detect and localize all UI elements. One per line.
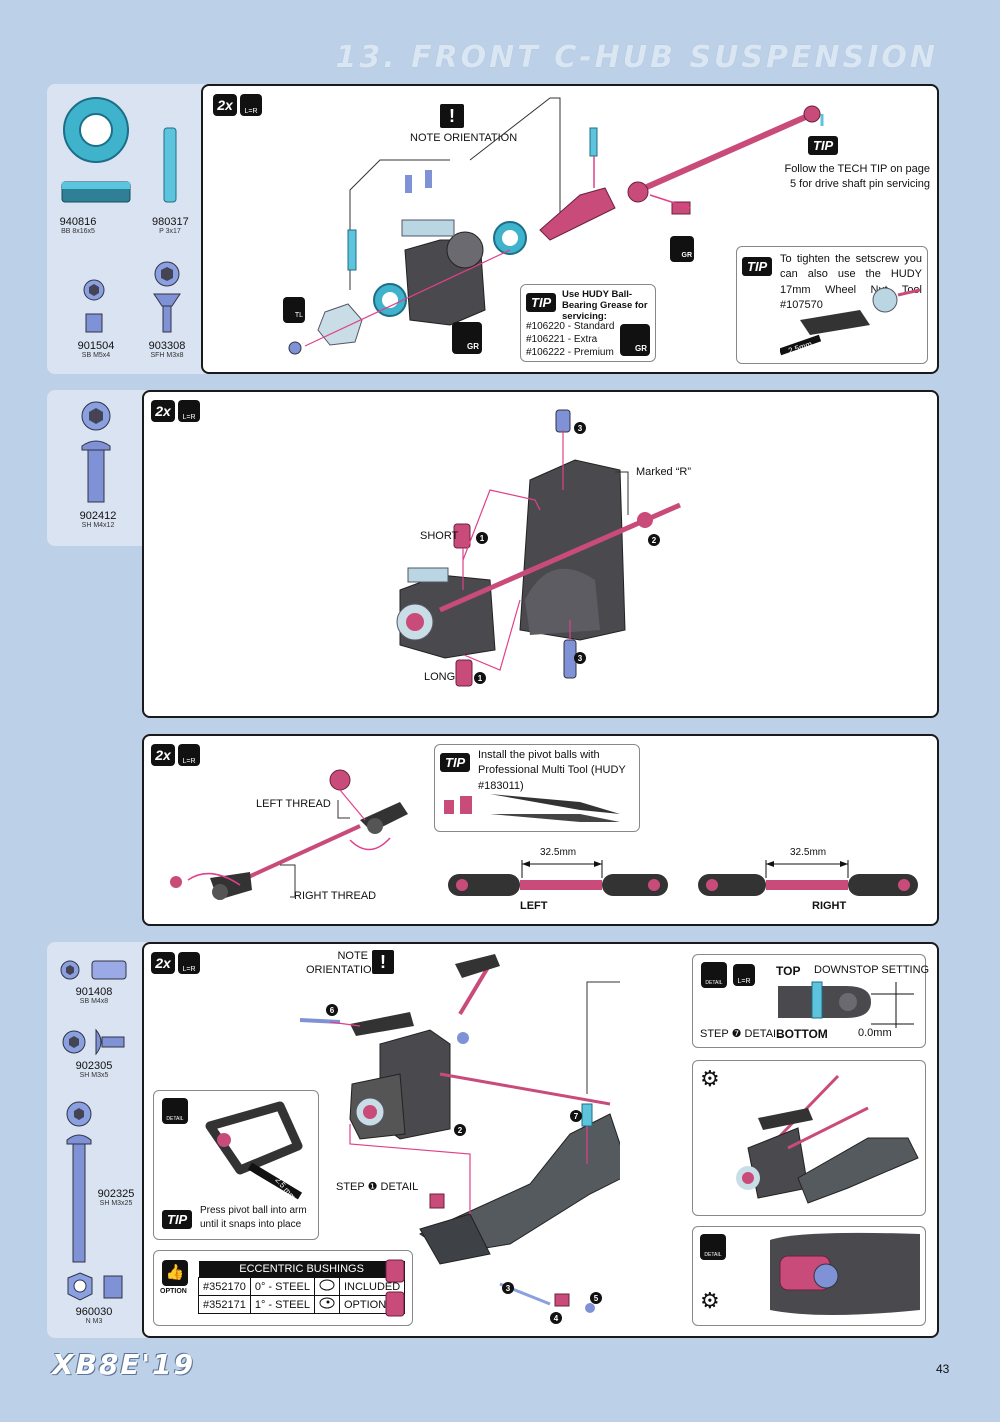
downstop-label: DOWNSTOP SETTING <box>814 964 930 976</box>
detail-icon: DETAIL <box>700 1234 726 1260</box>
screw-902305-icon <box>62 1028 125 1056</box>
step-number: 4 <box>550 1312 562 1324</box>
step-number: 2 <box>648 534 660 546</box>
grease-option: #106220 - Standard <box>526 321 615 332</box>
tip-pivot-ball-text: Press pivot ball into arm until it snaps… <box>200 1205 307 1230</box>
right-rod-drawing <box>698 860 918 896</box>
step-number: 2 <box>454 1124 466 1136</box>
grease-icon: GR <box>452 322 482 354</box>
warning-icon: ! <box>372 950 394 974</box>
table-row: #352171 1° - STEEL OPTION <box>198 1295 406 1314</box>
dim-right-label: 32.5mm <box>790 847 827 858</box>
downstop-detail-drawing <box>778 981 914 1028</box>
grease-option: #106222 - Premium <box>526 347 614 358</box>
screw-902412-icon <box>81 401 111 503</box>
step-number: 3 <box>574 422 586 434</box>
multi-tool-icon <box>444 794 620 822</box>
tip-logo: TIP <box>808 136 839 155</box>
thumbs-up-icon: 👍 <box>162 1260 188 1286</box>
step-number: 6 <box>326 1004 338 1016</box>
page-title: 13. FRONT C-HUB SUSPENSION <box>335 40 938 75</box>
step-number: 3 <box>502 1282 514 1294</box>
c-hub-steering-drawing <box>396 409 682 687</box>
note-orientation-label: NOTE ORIENTATION <box>410 132 518 144</box>
assembled-check-icon: ⚙ <box>700 1066 720 1091</box>
step-number: 3 <box>574 652 586 664</box>
screw-903308-icon <box>153 261 181 333</box>
nut-960030-icon <box>67 1272 123 1301</box>
assembled-arm-drawing <box>736 1074 919 1204</box>
grease-icon: GR <box>620 324 650 356</box>
lower-arm-assembly-drawing <box>299 954 620 1313</box>
detail-icon: DETAIL <box>162 1098 188 1124</box>
threadlock-icon: TL <box>283 297 305 323</box>
tip-logo: TIP <box>742 257 773 276</box>
short-label: SHORT <box>420 530 459 542</box>
step7-detail-label: STEP ❼ DETAIL <box>700 1028 783 1040</box>
bearing-940816-icon <box>61 97 131 203</box>
gap-label: 0.0mm <box>858 1027 892 1039</box>
note-orientation-label: NOTE ORIENTATION <box>306 950 380 976</box>
long-label: LONG <box>424 671 456 683</box>
left-label: LEFT <box>520 900 548 912</box>
ecc-header: ECCENTRIC BUSHINGS <box>198 1261 405 1278</box>
rod-end-detail-drawing <box>205 1101 303 1200</box>
step-number: 1 <box>476 532 488 544</box>
dim-left-label: 32.5mm <box>540 847 577 858</box>
pin-980317-icon <box>163 127 177 203</box>
tip-drive-shaft-text: Follow the TECH TIP on page 5 for drive … <box>784 163 930 191</box>
wheel-nut-tool-icon <box>780 287 920 356</box>
left-rod-drawing <box>448 860 668 896</box>
detail-icon: DETAIL <box>701 962 727 988</box>
warning-icon: ! <box>440 104 464 128</box>
step-number: 7 <box>570 1110 582 1122</box>
right-thread-label: RIGHT THREAD <box>294 890 377 902</box>
top-label: TOP <box>776 964 801 978</box>
grease-option: #106221 - Extra <box>526 334 598 345</box>
tip-logo: TIP <box>162 1210 193 1229</box>
right-label: RIGHT <box>812 900 847 912</box>
turnbuckle-assembly-drawing <box>170 769 408 900</box>
step1-detail-label: STEP ❶ DETAIL <box>336 1181 419 1193</box>
bushing-0-icon <box>313 1277 340 1296</box>
step-number: 5 <box>590 1292 602 1304</box>
setscrew-901504-icon <box>83 279 105 333</box>
c-hub-assembly-drawing <box>288 97 824 355</box>
screw-902325-icon <box>66 1101 92 1263</box>
step-number: 1 <box>474 672 486 684</box>
assembled-check-icon: ⚙ <box>700 1288 720 1313</box>
option-label: OPTION <box>160 1288 187 1295</box>
tip-logo: TIP <box>526 293 557 312</box>
left-thread-label: LEFT THREAD <box>256 798 331 810</box>
setscrew-901408-icon <box>60 960 127 980</box>
bottom-label: BOTTOM <box>776 1027 828 1041</box>
table-row: #352170 0° - STEEL INCLUDED <box>198 1277 406 1296</box>
lr-icon: L=R <box>733 964 755 986</box>
tip-pivot-ball-text: Install the pivot balls with Professiona… <box>478 749 626 792</box>
page-number: 43 <box>936 1362 950 1376</box>
grease-icon: GR <box>670 236 694 262</box>
marked-r-label: Marked “R” <box>636 466 692 478</box>
tip-grease-title: Use HUDY Ball-Bearing Grease for servici… <box>562 289 648 322</box>
bushing-parts-icon <box>385 1259 405 1317</box>
brand-logo: XB8E'19 <box>52 1348 196 1381</box>
closeup-drawing <box>770 1232 920 1315</box>
tip-logo: TIP <box>440 753 471 772</box>
eccentric-bushings-table: ECCENTRIC BUSHINGS #352170 0° - STEEL IN… <box>198 1261 406 1314</box>
bushing-1-icon <box>313 1295 340 1314</box>
